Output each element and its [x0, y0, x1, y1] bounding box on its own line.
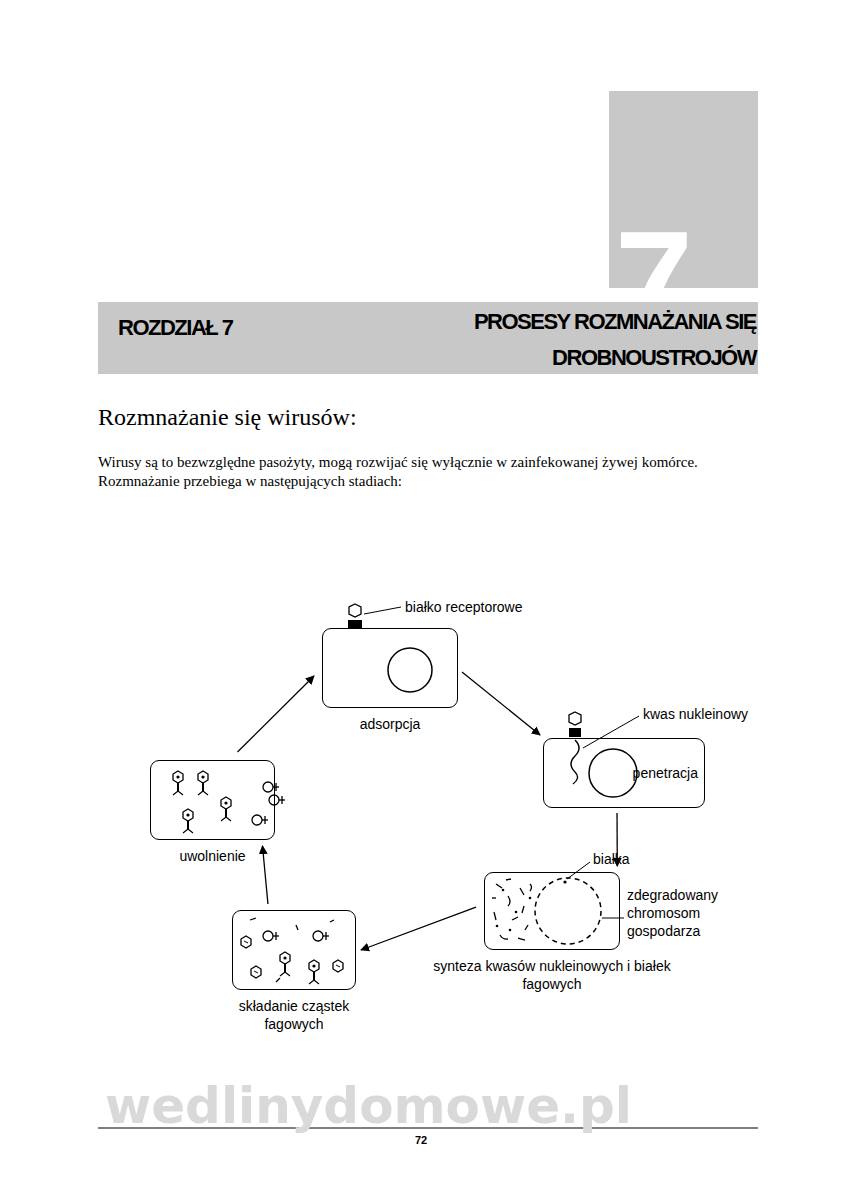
- callout-label: zdegradowany chromosom gospodarza: [627, 886, 727, 940]
- node-label: adsorpcja: [330, 715, 450, 733]
- node-label: penetracja: [633, 764, 698, 782]
- flow-arrow: [263, 846, 268, 904]
- cell-stage: adsorpcja: [322, 628, 458, 708]
- cell-stage: uwolnienie: [150, 760, 275, 840]
- cell-stage: penetracja: [543, 738, 705, 808]
- flow-arrow: [361, 907, 476, 950]
- callout-label: białka: [593, 850, 630, 868]
- chapter-band: ROZDZIAŁ 7 PROSESY ROZMNAŻANIA SIĘ DROBNO…: [98, 302, 758, 374]
- page-number: 72: [415, 1133, 427, 1147]
- node-label: ROZDZIAŁ 7: [118, 310, 233, 346]
- node-label: PROSESY ROZMNAŻANIA SIĘ DROBNOUSTROJÓW: [396, 304, 756, 376]
- node-label: składanie cząstek fagowych: [224, 997, 364, 1033]
- body-text: Rozmnażanie przebiega w następujących st…: [98, 472, 748, 491]
- chapter-number-box: 7: [609, 91, 758, 288]
- node-label: uwolnienie: [173, 847, 253, 865]
- flow-arrow: [462, 672, 540, 735]
- cell-stage: składanie cząstek fagowych: [232, 910, 356, 990]
- cell-stage: synteza kwasów nukleinowych i białek fag…: [484, 872, 620, 950]
- callout-label: białko receptorowe: [405, 598, 523, 616]
- watermark: wedlinydomowe.pl: [105, 1078, 632, 1134]
- section-heading: Rozmnażanie się wirusów:: [98, 402, 357, 432]
- body-text: Wirusy są to bezwzględne pasożyty, mogą …: [98, 453, 748, 472]
- node-label: synteza kwasów nukleinowych i białek fag…: [432, 957, 672, 993]
- callout-label: kwas nukleinowy: [643, 705, 748, 723]
- flow-arrow: [238, 676, 315, 752]
